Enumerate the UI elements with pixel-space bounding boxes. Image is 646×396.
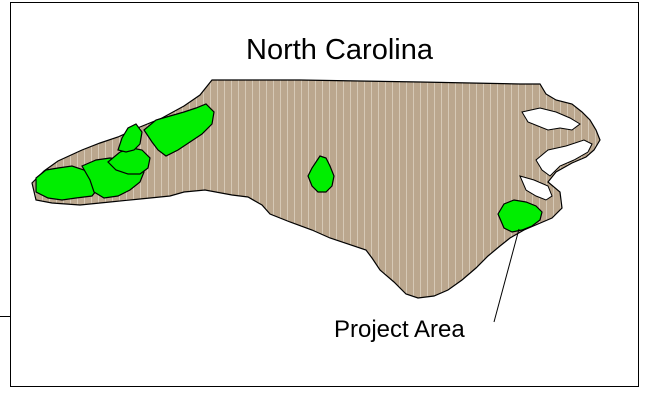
western-green-area-5: [143, 103, 215, 157]
callout-leader-line: [493, 228, 520, 323]
pamlico-sound: [535, 139, 593, 177]
central-green-area: [307, 155, 335, 193]
coastal-inlet: [519, 175, 553, 201]
albemarle-sound: [521, 107, 581, 131]
map-title: North Carolina: [246, 34, 433, 66]
project-area-shape: [497, 199, 543, 233]
western-green-area-4: [117, 123, 143, 153]
frame-edge-line: [0, 316, 10, 317]
project-area-label: Project Area: [334, 316, 465, 343]
